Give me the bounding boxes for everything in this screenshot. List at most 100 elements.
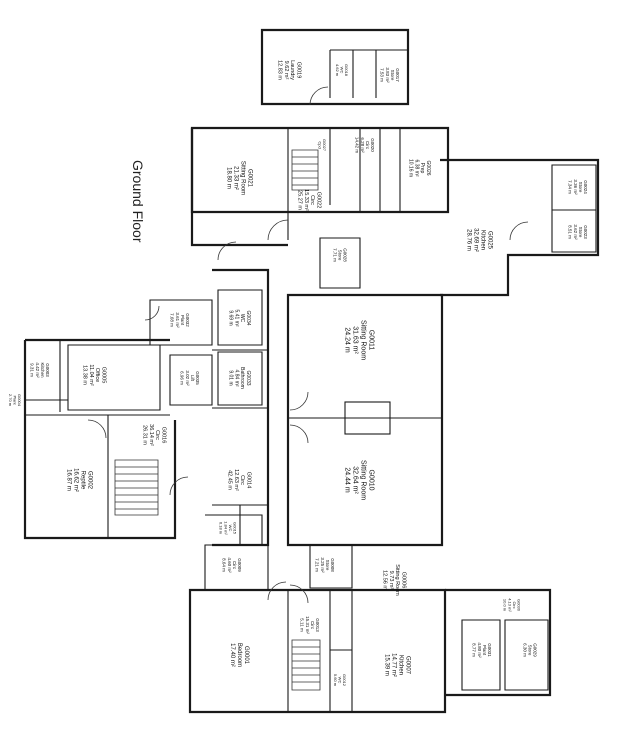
room-id: G0033 [245,370,251,385]
room-perim: 12.83 m [277,60,283,80]
room-area: 3.36 m² [573,179,578,195]
room-id: G0027 [322,139,327,152]
room-id: G0031 [487,643,492,657]
room-perim: 6.96 m [180,371,185,385]
room-id: G0034 [245,310,251,325]
room-id: G0009 [237,558,242,572]
room-id: G0021 [246,169,252,188]
room-perim: 9.01 m [228,370,234,385]
room-perim: 5.60 m [333,674,338,687]
room-area: 36.14 m² [148,424,154,446]
room-perim: 13.38 m [82,365,88,385]
room-id: G0002 [86,471,92,490]
room-name: WC [239,314,245,323]
room-perim: 7.68 m [170,313,175,327]
room-name: Store [337,250,342,261]
room-perim: 25.27 m [297,190,303,210]
room-id: G0007 [404,656,410,675]
room-area: 21.33 m² [232,166,238,190]
room-area: 6.38 m² [413,160,419,177]
room-area: 11.04 m² [88,364,94,385]
room-id: G0026 [425,160,431,175]
room-name: Reptile [79,471,85,490]
room-area: 3.62 m² [573,224,578,240]
room-name: Sitting Room [360,460,367,500]
room-name: Kitchen [397,655,403,675]
room-id: G0013 [315,618,320,632]
room-name: Sitting Room [360,320,367,360]
room-id: G0018 [344,64,349,77]
room-perim: 8.51 m [568,225,573,239]
room-name: Plant [180,315,185,326]
room-area: 4.60 m² [227,557,232,573]
room-id: G0023 [583,225,588,239]
room-name: Circ [310,621,315,630]
room-perim: 18.80 m [226,167,232,189]
room-perim: 6.30 m [522,643,527,657]
room-name: Bathroom [239,367,245,389]
room-name: Store [578,182,583,193]
room-perim: 8.64 m [222,558,227,572]
room-id: G0020 [370,138,375,152]
room-name: WC [228,525,233,532]
room-name: WC [340,67,345,74]
room-id: G0005 [101,367,107,384]
room-perim: 7.53 m [380,68,385,82]
room-name: Circ [309,195,315,205]
room-name: Circ [232,561,237,570]
room-name: Plant [482,645,487,656]
room-perim: 42.45 m [227,470,233,490]
room-name: Kitchen [479,230,485,250]
room-name: Plant [13,395,18,405]
room-id: G0029 [533,643,538,657]
room-area: 9.62 m² [283,61,289,80]
room-area: 3.61 m² [175,312,180,328]
room-id: G0017 [395,68,400,82]
room-perim: 7.34 m [568,180,573,194]
room-perim: 10.0 m [503,599,508,612]
room-id: G0022 [316,192,322,209]
room-perim: 28.76 m [466,229,472,251]
room-id: G0025 [486,231,492,250]
room-area: 3.83 m² [385,67,390,83]
room-area: 4.42 m² [35,362,40,378]
room-area: 4.80 m² [477,642,482,658]
room-perim: 14.42 m [355,137,360,154]
room-id: G0016 [161,427,167,444]
room-area: 31.63 m² [352,326,359,354]
room-perim: 2.70 m [8,394,13,407]
room-name: Cpd [317,141,322,148]
room-area: 3.02 m² [185,370,190,386]
room-id: G0030 [517,599,522,612]
room-perim: 9.31 m [30,363,35,377]
room-area: 9.73 m² [388,571,394,590]
room-perim: 24.24 m [343,327,350,352]
room-perim: 6.18 m [219,522,224,535]
room-perim: 16.87 m [66,469,72,491]
room-perim: 5.11 m [300,618,305,632]
room-name: Store [578,227,583,238]
room-id: G0032 [185,313,190,327]
room-id: G0035 [195,371,200,385]
room-id: G0015 [233,522,238,535]
room-id: G0010 [368,469,375,490]
room-perim: 15.39 m [384,654,390,676]
room-name: Circ [512,601,517,608]
